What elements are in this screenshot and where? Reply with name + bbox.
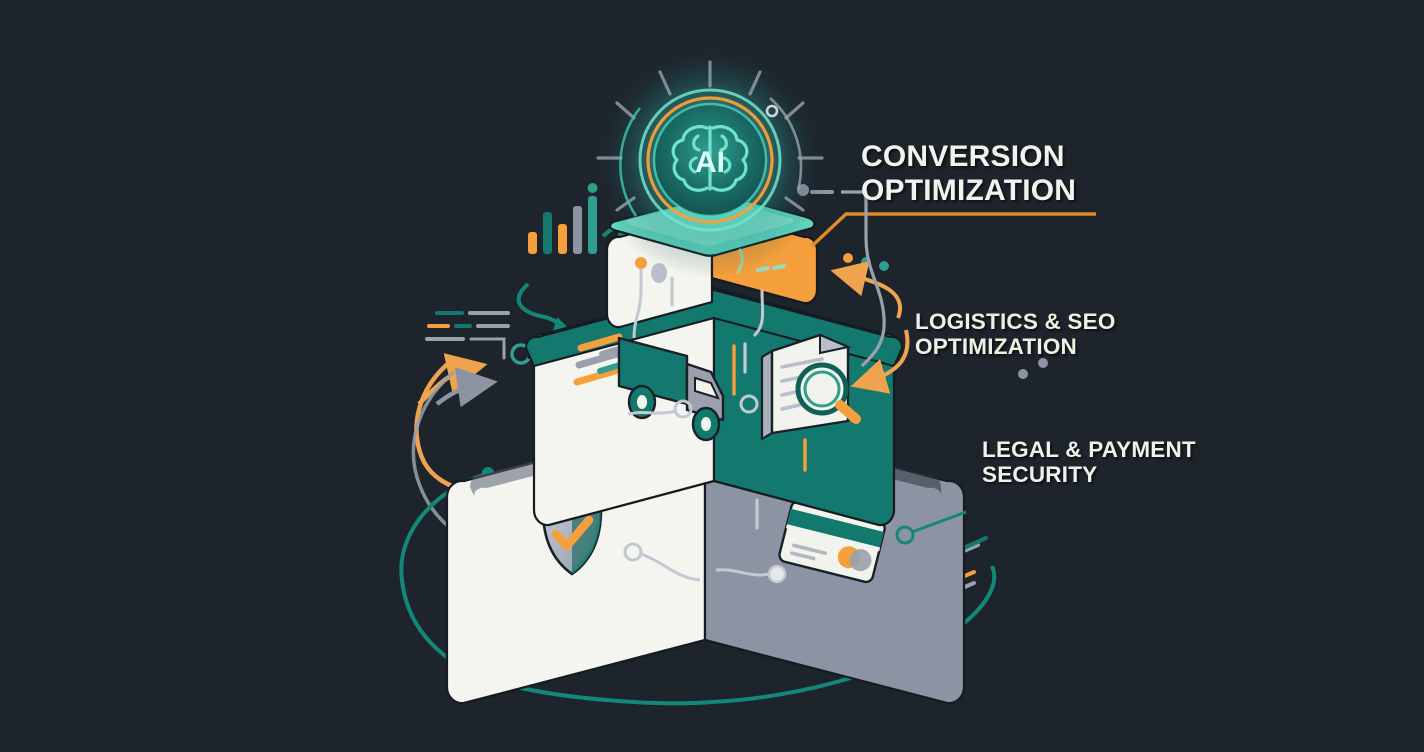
orb-rays: [596, 60, 824, 212]
orb-orbit-left: [619, 107, 642, 217]
orb-core-edge: [652, 102, 768, 218]
credit-card-icon: [778, 500, 886, 584]
right-mid-decorations: [1018, 358, 1048, 379]
label-conversion-optimization: CONVERSION OPTIMIZATION: [861, 140, 1077, 207]
top-tier-drop-connector-right: [752, 289, 765, 338]
gray-arrow-midleft: [435, 367, 498, 408]
callout-connectors: [810, 190, 1096, 394]
dashed-lines-decoration: [425, 311, 532, 365]
middle-tier-connectors: [627, 342, 807, 472]
base-right-connector: [895, 510, 967, 545]
ai-orb[interactable]: AI: [592, 42, 828, 278]
delivery-truck-icon: [573, 333, 725, 442]
brain-icon: [671, 125, 749, 192]
teal-outer-path: [399, 472, 713, 706]
orb-accent-ring: [646, 96, 774, 224]
label-legal-payment-security: LEGAL & PAYMENT SECURITY: [982, 437, 1196, 488]
logistics-arrow: [850, 329, 910, 394]
conversion-gray-curve: [841, 190, 886, 368]
orb-orbit-right: [769, 97, 803, 191]
base-left-connector: [623, 542, 701, 582]
shield-check-icon: [541, 496, 603, 576]
orb-label: AI: [695, 146, 725, 179]
conversion-arrow: [830, 261, 902, 319]
document-search-icon: [760, 333, 861, 441]
middle-tier-top-face: [525, 289, 903, 367]
orb-orbit-node: [765, 104, 779, 118]
conversion-underline-connector: [810, 212, 1096, 248]
top-tier-drop-connector: [632, 289, 643, 339]
orb-outer-ring: [638, 88, 782, 232]
bar-chart-decoration: [528, 183, 598, 254]
logistics-tier[interactable]: [525, 287, 903, 527]
label-logistics-seo-optimization: LOGISTICS & SEO OPTIMIZATION: [915, 309, 1116, 360]
base-right-connector-2: [715, 498, 787, 584]
top-tier-dot-orange: [635, 257, 647, 269]
